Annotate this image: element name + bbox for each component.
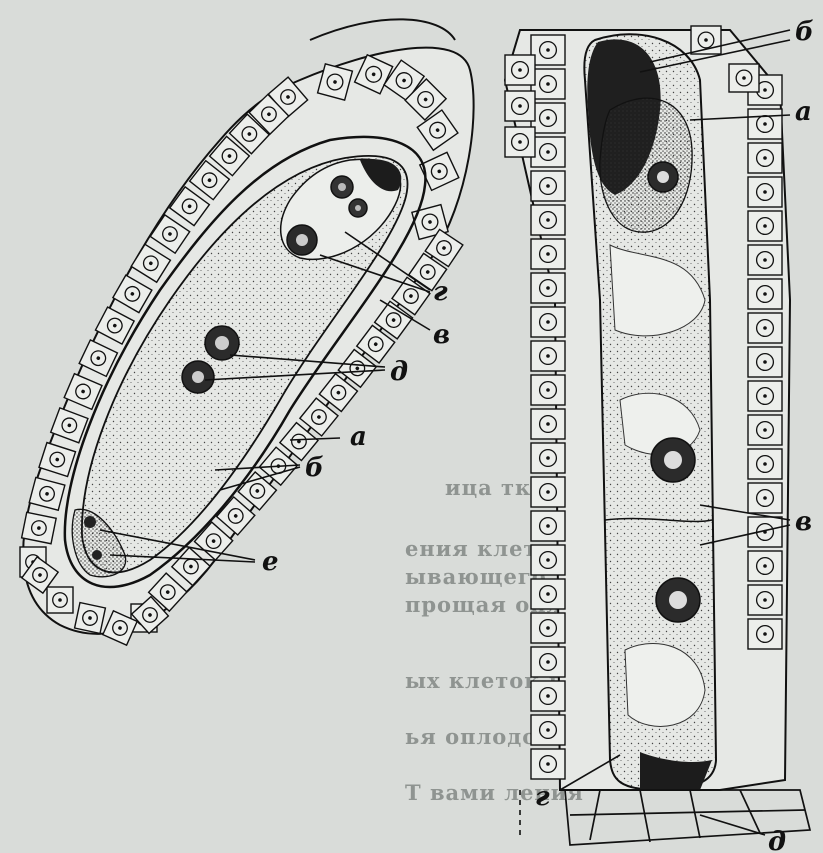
epidermal-cell	[531, 137, 565, 167]
epidermal-cell	[729, 64, 759, 92]
epidermal-cell	[531, 171, 565, 201]
epidermal-cell	[531, 579, 565, 609]
epidermal-cell	[748, 313, 782, 343]
epidermal-cell	[748, 347, 782, 377]
right-label-g: г	[535, 782, 550, 812]
epidermal-cell	[748, 585, 782, 615]
epidermal-cell	[748, 211, 782, 241]
left-label-e: е	[262, 547, 279, 577]
epidermal-cell	[748, 177, 782, 207]
right-egg-nucleus	[648, 162, 678, 192]
epidermal-cell	[748, 415, 782, 445]
epidermal-cell	[531, 307, 565, 337]
epidermal-cell	[531, 35, 565, 65]
right-label-b: б	[795, 17, 814, 47]
left-label-v: в	[433, 320, 450, 350]
epidermal-cell	[22, 512, 57, 543]
epidermal-cell	[531, 749, 565, 779]
epidermal-cell	[75, 603, 106, 634]
epidermal-cell	[531, 273, 565, 303]
epidermal-cell	[748, 517, 782, 547]
epidermal-cell	[531, 341, 565, 371]
epidermal-cell	[531, 205, 565, 235]
epidermal-cell	[748, 551, 782, 581]
left-antipodal-nucleus-2	[92, 550, 102, 560]
right-lower-nucleus	[656, 578, 700, 622]
epidermal-cell	[531, 647, 565, 677]
left-egg-nucleus	[287, 225, 317, 255]
epidermal-cell	[748, 143, 782, 173]
epidermal-cell	[531, 409, 565, 439]
epidermal-cell	[748, 449, 782, 479]
left-top-tissue-line	[310, 19, 455, 40]
epidermal-cell	[531, 477, 565, 507]
epidermal-cell	[531, 443, 565, 473]
left-antipodal-nucleus-1	[84, 516, 96, 528]
left-label-b: б	[305, 453, 324, 483]
epidermal-cell	[748, 483, 782, 513]
epidermal-cell	[531, 715, 565, 745]
epidermal-cell	[531, 511, 565, 541]
epidermal-cell	[531, 69, 565, 99]
epidermal-cell	[531, 545, 565, 575]
epidermal-cell	[531, 681, 565, 711]
epidermal-cell	[531, 375, 565, 405]
right-label-d: д	[768, 827, 786, 853]
left-label-a: а	[350, 422, 367, 452]
epidermal-cell	[505, 127, 535, 157]
epidermal-cell	[748, 279, 782, 309]
epidermal-cell	[748, 619, 782, 649]
epidermal-cell	[531, 613, 565, 643]
epidermal-cell	[505, 55, 535, 85]
epidermal-cell	[748, 109, 782, 139]
right-label-a: а	[795, 97, 812, 127]
epidermal-cell	[531, 239, 565, 269]
right-central-nucleus	[651, 438, 695, 482]
epidermal-cell	[505, 91, 535, 121]
bg-line-7: Т вами ления	[405, 780, 584, 805]
epidermal-cell	[748, 245, 782, 275]
left-label-g: г	[433, 277, 448, 307]
left-label-d: д	[390, 357, 408, 387]
right-label-v: в	[795, 507, 812, 537]
epidermal-cell	[531, 103, 565, 133]
epidermal-cell	[47, 587, 73, 613]
right-embryo-sac-figure	[505, 26, 810, 845]
epidermal-cell	[748, 381, 782, 411]
